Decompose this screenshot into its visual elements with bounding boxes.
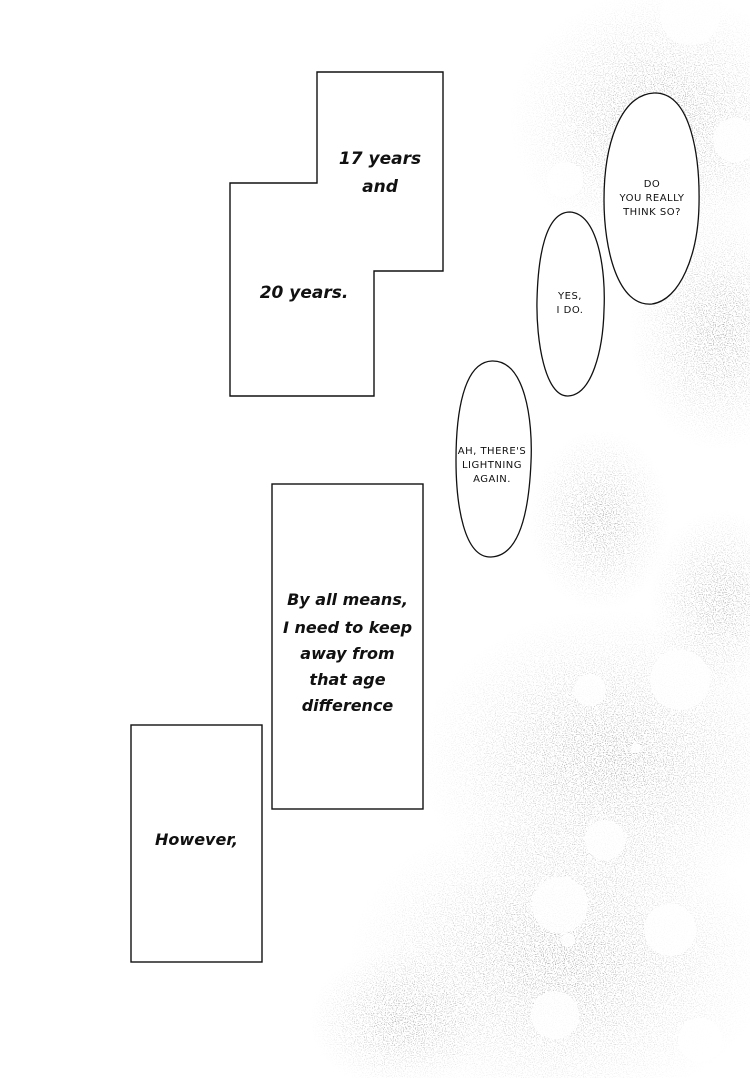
bubble-1-line-2: YOU REALLY (619, 193, 685, 204)
bubble-3-line-1: AH, THERE'S (457, 446, 527, 457)
bubble-1-line-1: DO (643, 179, 661, 190)
caption-panel-however (130, 724, 263, 963)
speech-bubble-3 (455, 360, 532, 558)
bubble-2-line-2: I DO. (556, 305, 584, 316)
caption-panel-years (229, 71, 444, 397)
caption-means-line-4: that age (309, 670, 386, 689)
caption-however: However, (155, 830, 238, 849)
caption-means-line-5: difference (301, 696, 394, 715)
caption-17-years: 17 years (338, 149, 422, 169)
speech-bubble-1 (603, 92, 700, 305)
caption-20-years: 20 years. (259, 283, 349, 303)
bubble-3-line-2: LIGHTNING (461, 460, 523, 471)
caption-means-line-2: I need to keep (282, 618, 413, 637)
speech-bubble-2 (536, 211, 605, 397)
caption-means-line-1: By all means, (287, 590, 408, 609)
bubble-3-line-3: AGAIN. (473, 474, 511, 485)
caption-means-line-3: away from (300, 644, 395, 663)
caption-panel-means (271, 483, 424, 810)
bubble-1-line-3: THINK SO? (623, 207, 681, 218)
caption-and: and (362, 177, 398, 197)
bubble-2-line-1: YES, (558, 291, 582, 302)
